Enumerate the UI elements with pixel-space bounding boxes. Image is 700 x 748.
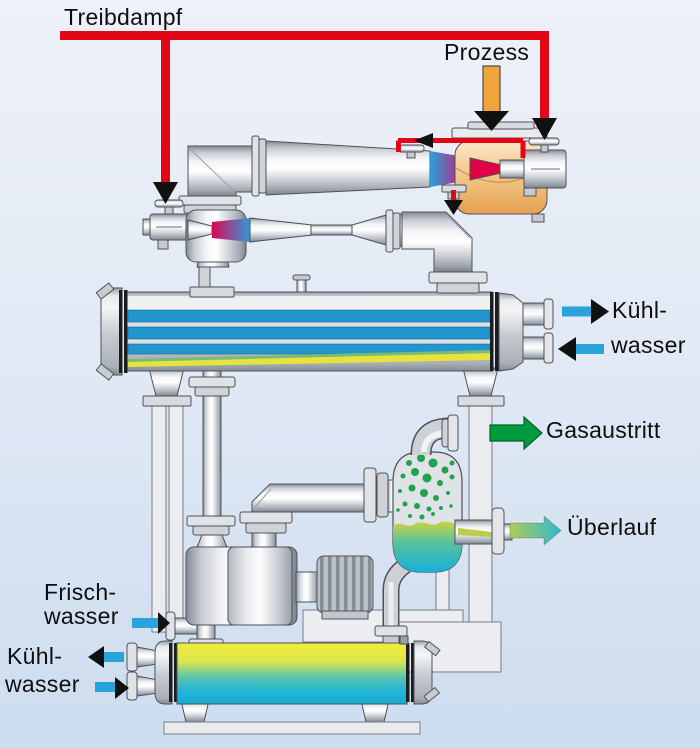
cooling-water-in-arrow	[576, 344, 604, 354]
cooling-water-outlet-nozzle	[522, 302, 546, 326]
bottom-heat-exchanger	[126, 635, 441, 735]
condenser-saddle-right	[462, 367, 499, 397]
ejector-stage-2	[142, 145, 488, 298]
process-inlet-arrow	[474, 65, 509, 131]
label-frischwasser-2: wasser	[44, 603, 119, 629]
fresh-water-flange	[165, 611, 176, 641]
condenser-cooling-tubes	[127, 309, 491, 355]
label-treibdampf: Treibdampf	[64, 4, 183, 30]
stage1-aux-valve-handwheel	[397, 144, 425, 153]
condenser-condensate-layer	[128, 353, 490, 367]
label-prozess: Prozess	[444, 39, 530, 65]
stage2-steam-valve-handwheel	[154, 199, 184, 208]
label-kuehlwasser-right-2: wasser	[611, 332, 686, 358]
main-condenser	[95, 274, 554, 407]
cooling-water-in-arrow-bottom	[95, 682, 115, 692]
separator-vessel	[392, 414, 513, 573]
liquid-ring-pump-set	[165, 467, 398, 649]
pump-coupling	[295, 571, 319, 603]
cooling-water-inlet-nozzle	[522, 336, 546, 360]
gas-bubbles	[396, 454, 455, 520]
label-kuehlwasser-right-1: Kühl-	[612, 297, 668, 323]
stage2-nozzle-gradient	[212, 218, 250, 242]
pump-discharge-duct	[251, 483, 367, 513]
flow-arrows	[88, 299, 609, 699]
label-kuehlwasser-left-2: wasser	[5, 671, 80, 697]
condensate-downpipe	[186, 370, 236, 553]
cooling-water-out-arrow	[562, 306, 591, 317]
condenser-left-head	[100, 287, 123, 376]
stage2-discharge-elbow	[401, 211, 473, 273]
label-ueberlauf: Überlauf	[567, 514, 657, 540]
overflow-arrow	[509, 514, 562, 547]
baseplate	[163, 721, 421, 735]
separator-liquid	[393, 521, 462, 572]
stage1-discharge-elbow	[187, 145, 253, 197]
ejector-stage-1	[251, 121, 567, 223]
label-frischwasser-1: Frisch-	[44, 579, 117, 605]
heat-exchanger-shell	[176, 642, 408, 705]
fresh-water-arrow	[132, 618, 158, 628]
label-gasaustritt: Gasaustritt	[546, 417, 661, 443]
separator-drain-pipe	[374, 557, 411, 647]
condenser-saddle-left	[148, 367, 185, 397]
label-kuehlwasser-left-1: Kühl-	[7, 643, 63, 669]
cooling-water-out-arrow-bottom	[104, 652, 124, 662]
steam-arrowheads	[153, 118, 557, 215]
gas-outlet-arrow	[489, 415, 543, 451]
pump-motor	[316, 555, 374, 614]
